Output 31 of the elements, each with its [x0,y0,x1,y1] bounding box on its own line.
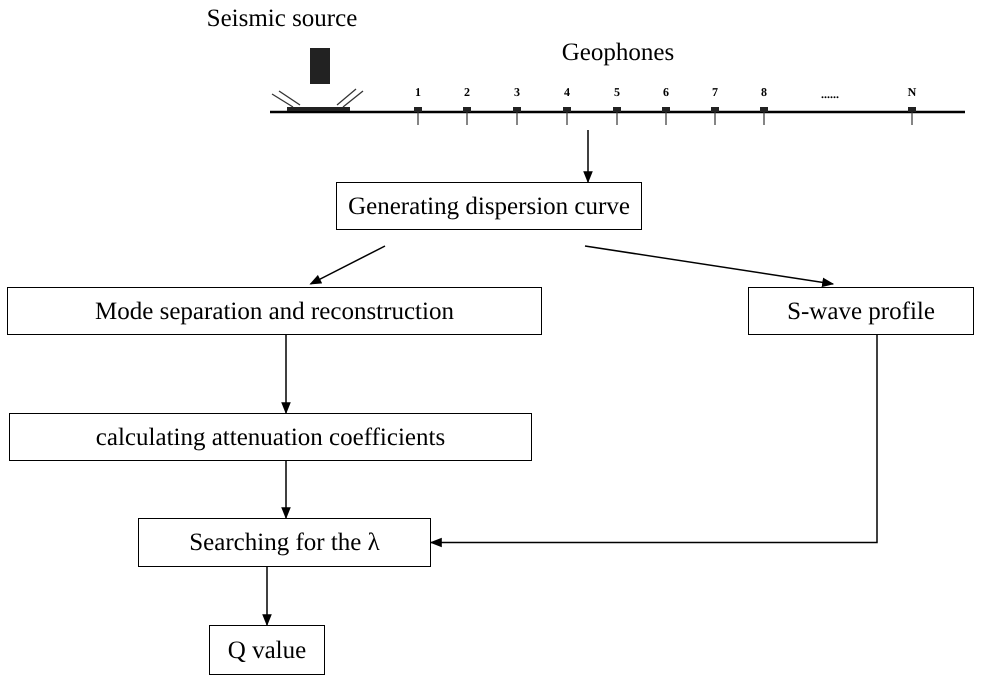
process-box [9,413,532,461]
drawing-label: Seismic source [206,6,358,31]
geophone-number: 5 [614,86,620,98]
geophone-number: 3 [514,86,520,98]
process-box [7,287,542,335]
process-box [748,287,974,335]
box-label: S-wave profile [787,298,935,324]
arrow [583,130,593,184]
geophone-number: 4 [564,86,570,98]
arrow [430,335,878,548]
arrow [281,335,291,414]
geophone-number: 1 [415,86,421,98]
arrow [584,245,834,288]
geophone-number: ...... [821,88,839,100]
box-label: Searching for the λ [189,530,380,555]
process-box [138,518,431,567]
geophone-number: 7 [712,86,718,98]
arrow [309,245,386,285]
geophone-number: N [908,86,916,98]
box-label: calculating attenuation coefficients [96,424,446,450]
arrow [262,567,272,626]
arrow [281,461,291,520]
process-box [336,182,642,230]
box-label: Q value [228,638,306,662]
geophone-number: 2 [464,86,470,98]
geophone-number: 8 [761,86,767,98]
box-label: Generating dispersion curve [348,194,630,218]
drawing-label: Geophones [562,40,674,65]
box-label: Mode separation and reconstruction [95,298,454,324]
geophone-number: 6 [663,86,669,98]
process-box [209,625,325,675]
